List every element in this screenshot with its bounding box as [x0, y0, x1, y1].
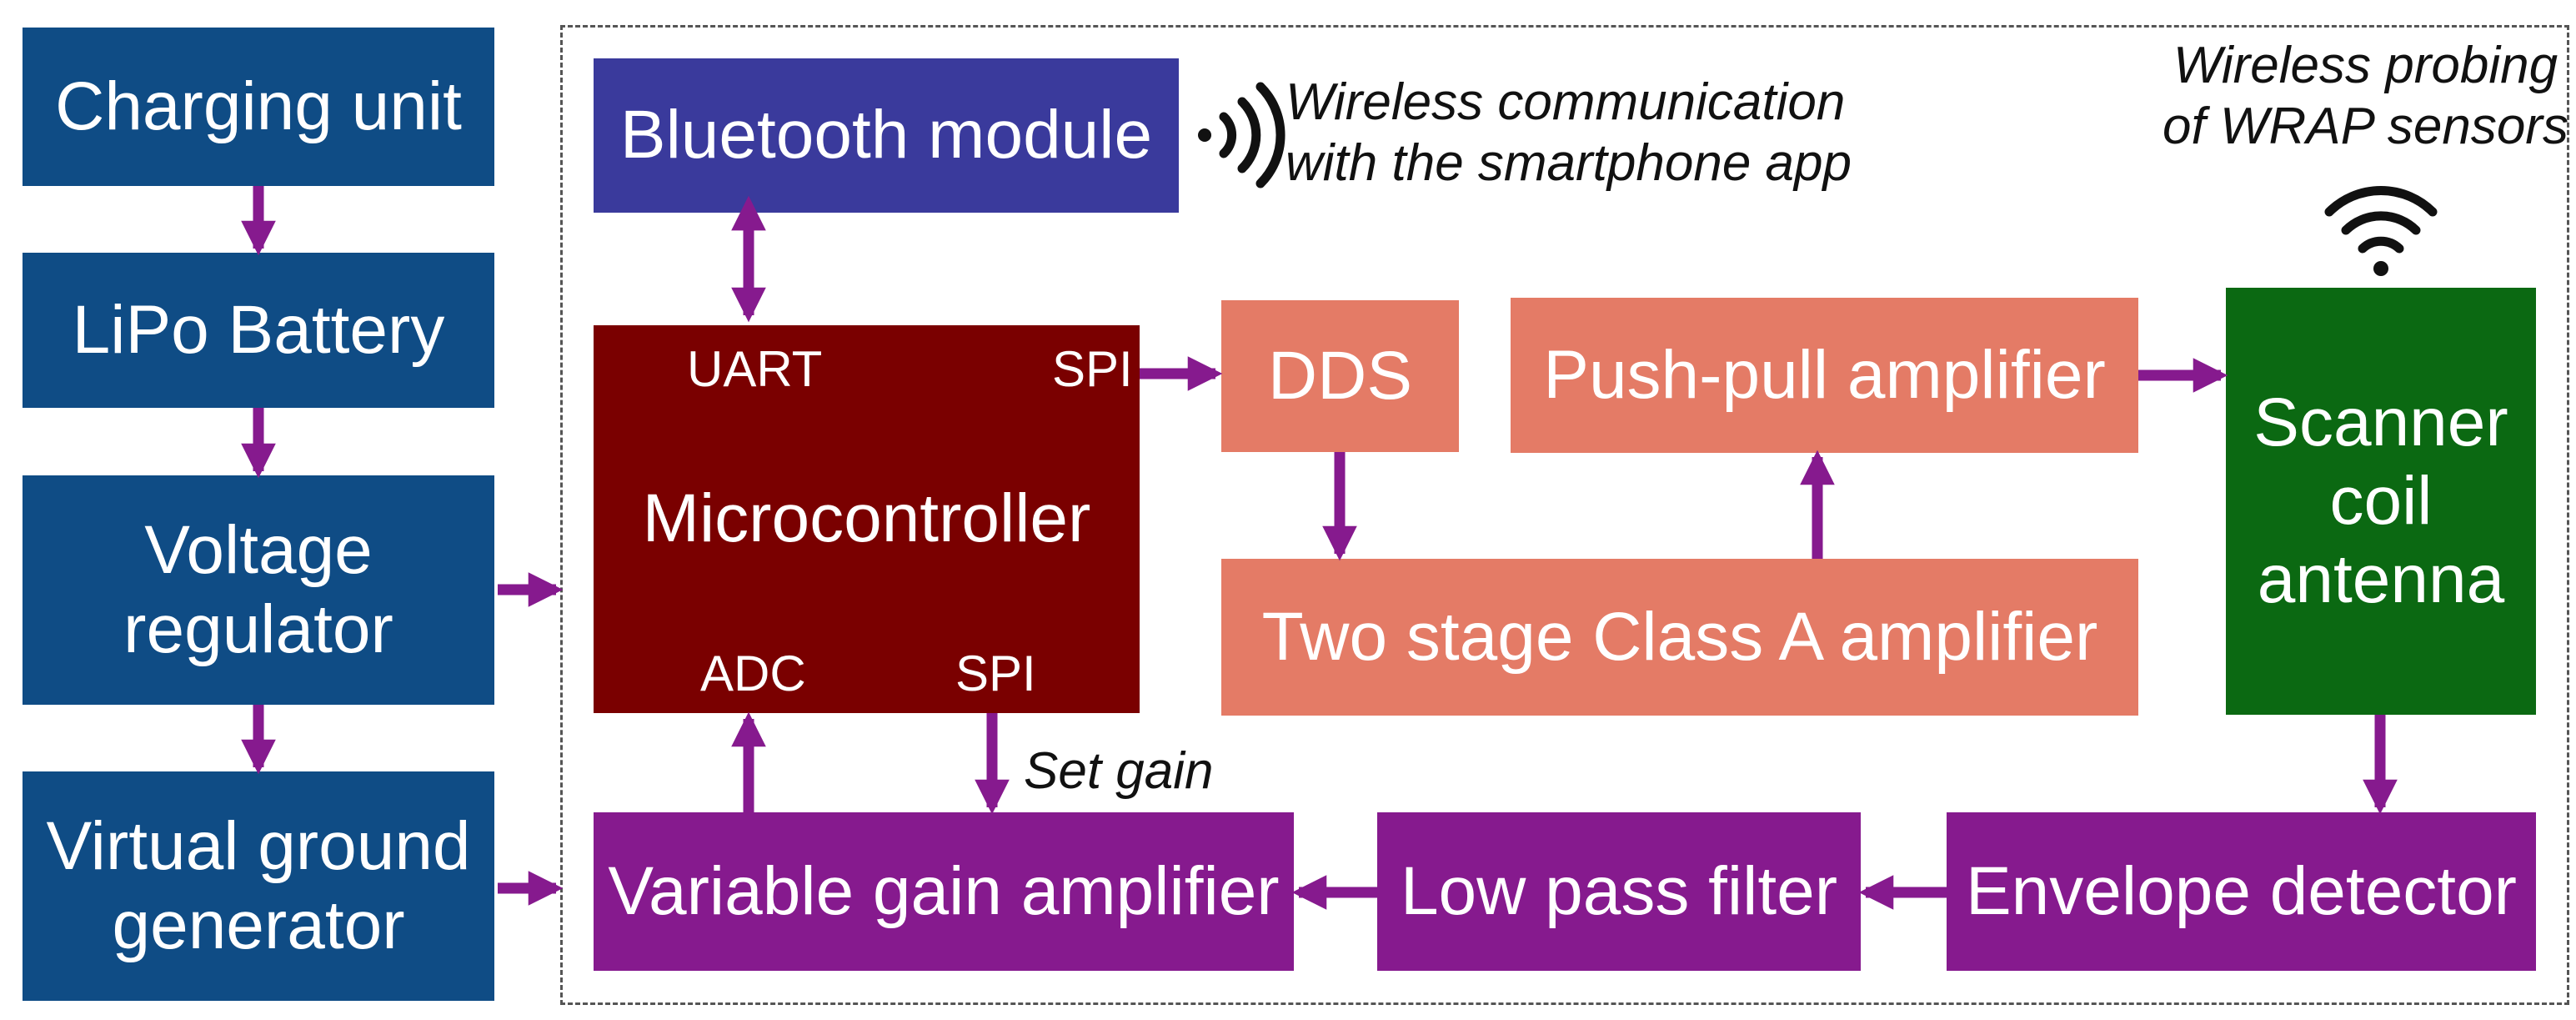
envelope-detector-block: Envelope detector: [1947, 812, 2536, 971]
antenna-note-line1: Wireless probing: [2173, 37, 2558, 94]
variable-gain-amplifier-block: Variable gain amplifier: [594, 812, 1294, 971]
bluetooth-module-label: Bluetooth module: [619, 97, 1153, 173]
bluetooth-note-line2: with the smartphone app: [1285, 134, 1852, 193]
dds-block: DDS: [1221, 300, 1459, 452]
dds-label: DDS: [1267, 337, 1413, 414]
push-pull-amplifier-block: Push-pull amplifier: [1511, 298, 2138, 453]
adc-port-label: ADC: [700, 646, 806, 701]
antenna-label-line1: Scanner: [2253, 384, 2508, 460]
antenna-label-line2: coil: [2329, 462, 2433, 539]
variable-gain-amplifier-label: Variable gain amplifier: [608, 852, 1280, 929]
charging-unit-label: Charging unit: [55, 68, 462, 144]
antenna-note-line2: of WRAP sensors: [2163, 98, 2568, 156]
virtual-ground-generator-block: Virtual ground generator: [23, 771, 494, 1001]
class-a-amplifier-label: Two stage Class A amplifier: [1261, 598, 2098, 675]
voltage-regulator-label-line1: Voltage: [144, 512, 373, 589]
virtual-ground-label-line2: generator: [112, 887, 405, 963]
low-pass-filter-block: Low pass filter: [1377, 812, 1861, 971]
bluetooth-module-block: Bluetooth module: [594, 58, 1179, 213]
bluetooth-note: Wireless communication with the smartpho…: [1285, 72, 1852, 193]
scanner-coil-antenna-block: Scanner coil antenna: [2226, 288, 2536, 715]
lipo-battery-block: LiPo Battery: [23, 253, 494, 408]
microcontroller-label: Microcontroller: [642, 480, 1091, 557]
low-pass-filter-label: Low pass filter: [1400, 852, 1838, 929]
bluetooth-note-line1: Wireless communication: [1285, 73, 1846, 131]
voltage-regulator-block: Voltage regulator: [23, 475, 494, 705]
class-a-amplifier-block: Two stage Class A amplifier: [1221, 559, 2138, 716]
voltage-regulator-label-line2: regulator: [123, 590, 393, 667]
lipo-battery-label: LiPo Battery: [72, 291, 445, 368]
charging-unit-block: Charging unit: [23, 28, 494, 186]
set-gain-note: Set gain: [1024, 742, 1214, 800]
microcontroller-block: Microcontroller: [594, 325, 1140, 713]
spi-out-port-label: SPI: [1052, 341, 1133, 397]
wireless-signal-icon: [1198, 82, 1285, 188]
wifi-icon: [2324, 185, 2438, 276]
uart-port-label: UART: [687, 341, 823, 397]
push-pull-amplifier-label: Push-pull amplifier: [1543, 336, 2106, 413]
antenna-note: Wireless probing of WRAP sensors: [2163, 35, 2568, 157]
antenna-label-line3: antenna: [2257, 541, 2505, 618]
virtual-ground-label-line1: Virtual ground: [46, 808, 471, 885]
circuit-boundary: [560, 25, 2569, 1005]
spi-gain-port-label: SPI: [955, 646, 1036, 701]
envelope-detector-label: Envelope detector: [1965, 852, 2517, 929]
